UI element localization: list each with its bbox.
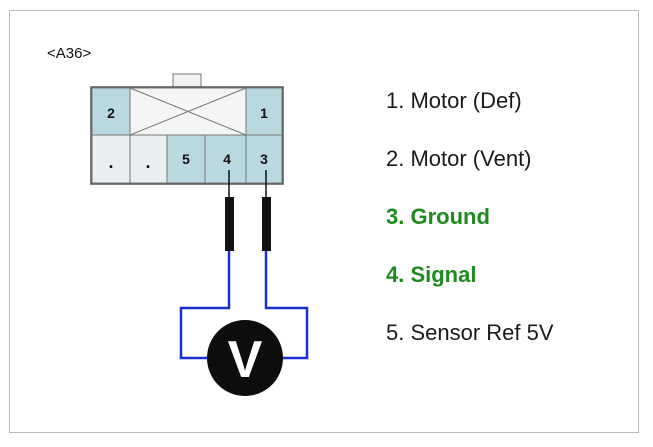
connector-id-label: <A36> bbox=[47, 45, 92, 62]
connector-latch bbox=[172, 73, 202, 89]
pin-number: 4 bbox=[223, 151, 231, 167]
pin-number: 5 bbox=[182, 151, 190, 167]
voltmeter-icon bbox=[207, 320, 283, 396]
pin-legend-item: 2. Motor (Vent) bbox=[386, 146, 532, 171]
cavity-pin-4 bbox=[204, 134, 247, 184]
pin-legend: 1. Motor (Def) 2. Motor (Vent) 3. Ground… bbox=[386, 86, 554, 376]
diagram-frame bbox=[9, 10, 639, 433]
probe-tip-pin-3 bbox=[262, 197, 271, 251]
pin-legend-item: 4. Signal bbox=[386, 262, 477, 287]
cavity-pin-5 bbox=[166, 134, 206, 184]
voltmeter-symbol: V bbox=[228, 331, 263, 389]
probe-tip-pin-4 bbox=[225, 197, 234, 251]
pin-legend-item: 5. Sensor Ref 5V bbox=[386, 320, 554, 345]
pin-legend-item: 1. Motor (Def) bbox=[386, 88, 522, 113]
wire-pin-4 bbox=[179, 251, 231, 360]
wire-pin-3 bbox=[264, 251, 309, 360]
pin-number: 1 bbox=[260, 105, 268, 121]
pin-number: . bbox=[145, 152, 150, 172]
pin-number: 3 bbox=[260, 151, 268, 167]
pin-legend-item: 3. Ground bbox=[386, 204, 490, 229]
pin-number: 2 bbox=[107, 105, 115, 121]
cavity-empty bbox=[129, 134, 168, 184]
cavity-pin-1 bbox=[245, 87, 283, 136]
cavity-pin-3 bbox=[245, 134, 283, 184]
blocked-cross-line bbox=[129, 87, 247, 136]
pin-number: . bbox=[108, 152, 113, 172]
